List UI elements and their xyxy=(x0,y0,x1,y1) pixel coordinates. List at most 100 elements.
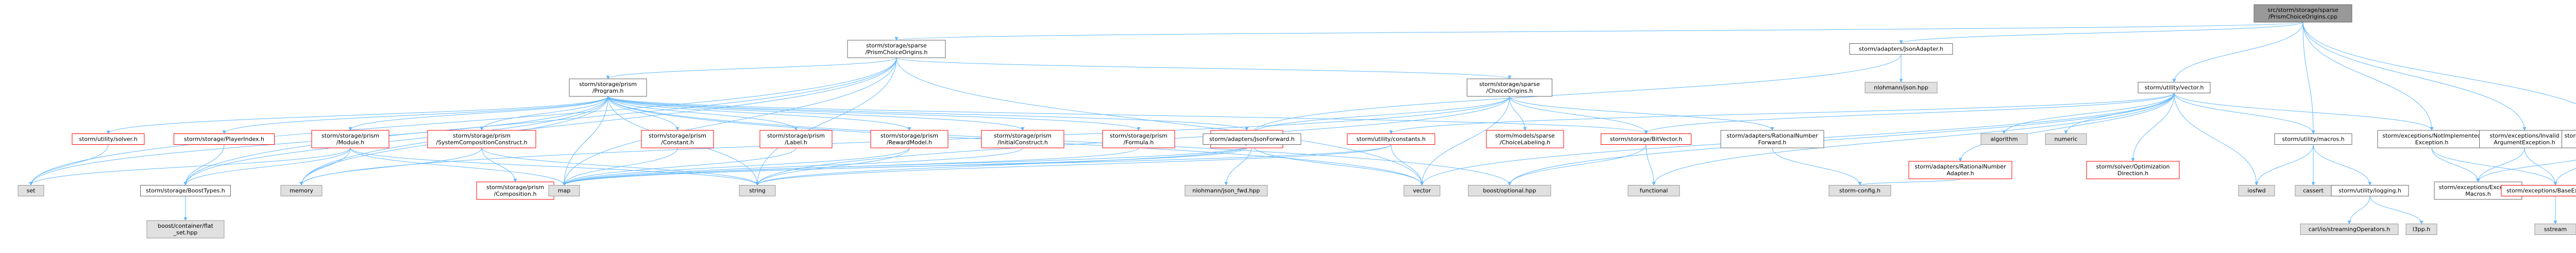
edge-root-to-json_adapter xyxy=(1899,22,2303,44)
node-json_adapter[interactable]: storm/adapters/JsonAdapter.h xyxy=(1849,43,1953,55)
node-label: storm/storage/BitVector.h xyxy=(1610,136,1682,143)
edge-invalid_arg-to-base_exc xyxy=(2524,147,2557,186)
node-box xyxy=(2045,133,2087,145)
node-box xyxy=(146,220,225,239)
node-nlohmann_json: nlohmann/json.hpp xyxy=(1865,82,1938,93)
node-label: Direction.h xyxy=(2117,170,2148,177)
node-box xyxy=(641,130,714,148)
node-box xyxy=(1628,185,1680,196)
node-box xyxy=(2501,185,2576,196)
edge-prism_program-to-utility_solver xyxy=(106,96,608,134)
edge-constants_h-to-vector xyxy=(1391,144,1424,186)
node-choice_origins[interactable]: storm/storage/sparse/ChoiceOrigins.h xyxy=(1467,78,1552,97)
edge-macros_h-to-logging_h xyxy=(2313,144,2372,186)
node-label: storm/exceptions/Invalid xyxy=(2489,132,2559,139)
edge-rational_adapter-to-storm_config xyxy=(1858,178,1961,186)
node-label: nlohmann/json_fwd.hpp xyxy=(1193,188,1260,194)
node-label: vector xyxy=(1413,188,1431,194)
node-label: map xyxy=(558,188,570,194)
node-not_impl[interactable]: storm/exceptions/NotImplementedException… xyxy=(2377,130,2486,148)
edge-pco_h-to-map xyxy=(562,57,897,186)
node-label: storm/exceptions/Exception xyxy=(2439,184,2518,191)
edge-player_index-to-boost_types xyxy=(183,144,225,186)
node-prism_module: storm/storage/prism/Module.h xyxy=(311,130,389,148)
edge-pco_h-to-boost_types xyxy=(183,57,897,186)
node-macros_h[interactable]: storm/utility/macros.h xyxy=(2274,133,2352,145)
edge-prism_program-to-sys_comp xyxy=(480,96,608,131)
edge-pco_h-to-prism_program xyxy=(606,57,897,79)
node-label: /PrismChoiceOrigins.h xyxy=(866,49,928,56)
node-label: storm/exceptions/Unexpected xyxy=(2565,132,2576,139)
node-prism_initial: storm/storage/prism/InitialConstruct.h xyxy=(981,130,1064,148)
node-box xyxy=(548,185,580,196)
node-label: storm/exceptions/NotImplemented xyxy=(2382,132,2481,139)
node-pco_h[interactable]: storm/storage/sparse/PrismChoiceOrigins.… xyxy=(847,40,946,58)
node-label: l3pp.h xyxy=(2413,226,2431,233)
edge-root-to-not_impl xyxy=(2302,22,2434,131)
node-label: boost/optional.hpp xyxy=(1483,188,1536,194)
node-box xyxy=(981,130,1064,148)
node-box xyxy=(759,130,833,148)
node-label: storm/storage/prism xyxy=(579,81,637,88)
edge-not_impl-to-exc_macros xyxy=(2431,147,2480,182)
node-memory: memory xyxy=(280,185,323,196)
node-box xyxy=(739,185,776,196)
node-box xyxy=(1347,133,1435,145)
node-label: storm/storage/prism xyxy=(1110,132,1167,139)
node-box xyxy=(1865,82,1938,93)
node-label: storm/utility/constants.h xyxy=(1357,136,1426,143)
node-box xyxy=(569,78,647,97)
edge-logging_h-to-carl_streaming xyxy=(2347,196,2370,225)
node-box xyxy=(1720,130,1824,148)
edge-pco_h-to-memory xyxy=(299,57,897,186)
node-sys_comp: storm/storage/prism/SystemCompositionCon… xyxy=(427,130,536,148)
edge-unexpected-to-exc_macros xyxy=(2476,160,2576,182)
edge-bitvector-to-boost_optional xyxy=(1507,144,1647,186)
edge-constants_h-to-string xyxy=(755,144,1392,186)
edge-json_forward-to-map xyxy=(562,144,1252,186)
edge-constants_h-to-map xyxy=(562,144,1392,186)
edge-bitvector-to-functional xyxy=(1646,144,1656,186)
node-label: carl/io/streamingOperators.h xyxy=(2309,226,2391,233)
node-label: _set.hpp xyxy=(173,229,198,236)
node-prism_program[interactable]: storm/storage/prism/Program.h xyxy=(569,78,647,97)
node-label: /Program.h xyxy=(592,88,624,94)
edge-prism_program-to-boost_types xyxy=(183,96,608,186)
node-label: /ChoiceOrigins.h xyxy=(1486,88,1533,94)
node-label: iosfwd xyxy=(2247,188,2265,194)
node-box xyxy=(2138,82,2211,93)
edge-prism_program-to-prism_formula xyxy=(607,96,1141,131)
node-box xyxy=(2300,224,2399,235)
node-json_forward[interactable]: storm/adapters/JsonForward.h xyxy=(1202,133,1301,145)
edge-choice_origins-to-vector xyxy=(1420,96,1510,186)
node-label: storm/adapters/RationalNumber xyxy=(1914,163,2006,170)
edge-macros_h-to-iosfwd xyxy=(2255,144,2314,186)
edge-prism_program-to-bitvector xyxy=(607,96,1648,134)
node-label: /ChoiceLabeling.h xyxy=(1500,139,1550,146)
node-label: sstream xyxy=(2544,226,2567,233)
node-prism_reward: storm/storage/prism/RewardModel.h xyxy=(870,130,948,148)
edge-root-to-vector_h xyxy=(2172,22,2303,83)
node-label: memory xyxy=(290,188,313,194)
node-label: string xyxy=(749,188,766,194)
edge-pco_h-to-set xyxy=(29,57,897,186)
edge-prism_module-to-boost_types xyxy=(183,147,351,186)
edge-pco_h-to-choice_origins xyxy=(896,57,1512,79)
node-box xyxy=(476,181,554,200)
edge-root-to-macros_h xyxy=(2302,22,2315,134)
node-box xyxy=(847,40,946,58)
node-vector_h[interactable]: storm/utility/vector.h xyxy=(2138,82,2211,93)
node-box xyxy=(311,130,389,148)
edge-prism_module-to-string xyxy=(350,147,759,186)
edge-vector_h-to-rational_adapter xyxy=(1958,93,2175,162)
node-label: storm/adapters/JsonAdapter.h xyxy=(1859,46,1943,53)
node-invalid_arg[interactable]: storm/exceptions/InvalidArgumentExceptio… xyxy=(2479,130,2570,148)
node-composition: storm/storage/prism/Composition.h xyxy=(476,181,554,200)
node-box xyxy=(1486,130,1564,148)
node-boost_types[interactable]: storm/storage/BoostTypes.h xyxy=(140,185,231,196)
node-logging_h[interactable]: storm/utility/logging.h xyxy=(2331,185,2409,196)
edge-json_forward-to-nlohmann_fwd xyxy=(1224,144,1252,186)
node-unexpected[interactable]: storm/exceptions/UnexpectedException.h xyxy=(2562,130,2576,148)
node-box xyxy=(1908,161,2012,179)
